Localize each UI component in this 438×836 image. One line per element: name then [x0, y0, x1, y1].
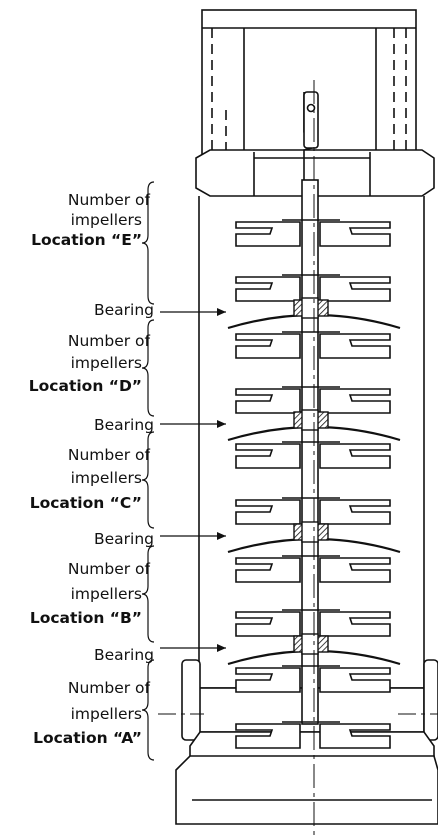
impeller-2: [235, 274, 391, 302]
impeller-word-label-d: impellers: [70, 354, 142, 372]
brace-e: [141, 181, 155, 305]
bearing-label-4: Bearing: [93, 646, 154, 664]
impeller-8: [235, 609, 391, 637]
impeller-count-label-d: Number of: [67, 332, 150, 350]
pump-shaft: [301, 91, 319, 725]
bearing-label-2: Bearing: [93, 416, 154, 434]
bearing-arrows: [160, 308, 226, 652]
bearing-label-1: Bearing: [93, 301, 154, 319]
brace-b: [141, 545, 155, 643]
impeller-5: [235, 441, 391, 469]
location-a-label: Location “A”: [33, 729, 142, 747]
impeller-3: [235, 331, 391, 359]
impeller-1: [235, 219, 391, 247]
impeller-count-label-a: Number of: [67, 679, 150, 697]
impeller-stages: [141, 181, 401, 761]
center-lines: [158, 80, 438, 836]
impeller-word-label-e: impellers: [70, 211, 142, 229]
impeller-6: [235, 497, 391, 525]
impeller-7: [235, 555, 391, 583]
impeller-4: [235, 386, 391, 414]
location-d-label: Location “D”: [28, 377, 142, 395]
impeller-9: [235, 665, 391, 693]
brace-c: [141, 431, 155, 529]
impeller-word-label-c: impellers: [70, 469, 142, 487]
impeller-10: [235, 721, 391, 749]
impeller-word-label-b: impellers: [70, 585, 142, 603]
pump-base: [175, 731, 438, 825]
bearing-arrowhead-1: [217, 308, 226, 316]
brace-a: [141, 659, 155, 761]
bearing-arrowhead-3: [217, 532, 226, 540]
impeller-count-label-b: Number of: [67, 560, 150, 578]
location-b-label: Location “B”: [29, 609, 142, 627]
bearing-label-3: Bearing: [93, 530, 154, 548]
coupling-nut: [195, 149, 435, 197]
bearing-arrowhead-4: [217, 644, 226, 652]
location-e-label: Location “E”: [31, 231, 142, 249]
bearing-arrowhead-2: [217, 420, 226, 428]
impeller-count-label-e: Number of: [67, 191, 150, 209]
impeller-count-label-c: Number of: [67, 446, 150, 464]
impeller-word-label-a: impellers: [70, 705, 142, 723]
brace-d: [141, 319, 155, 417]
location-c-label: Location “C”: [29, 494, 142, 512]
